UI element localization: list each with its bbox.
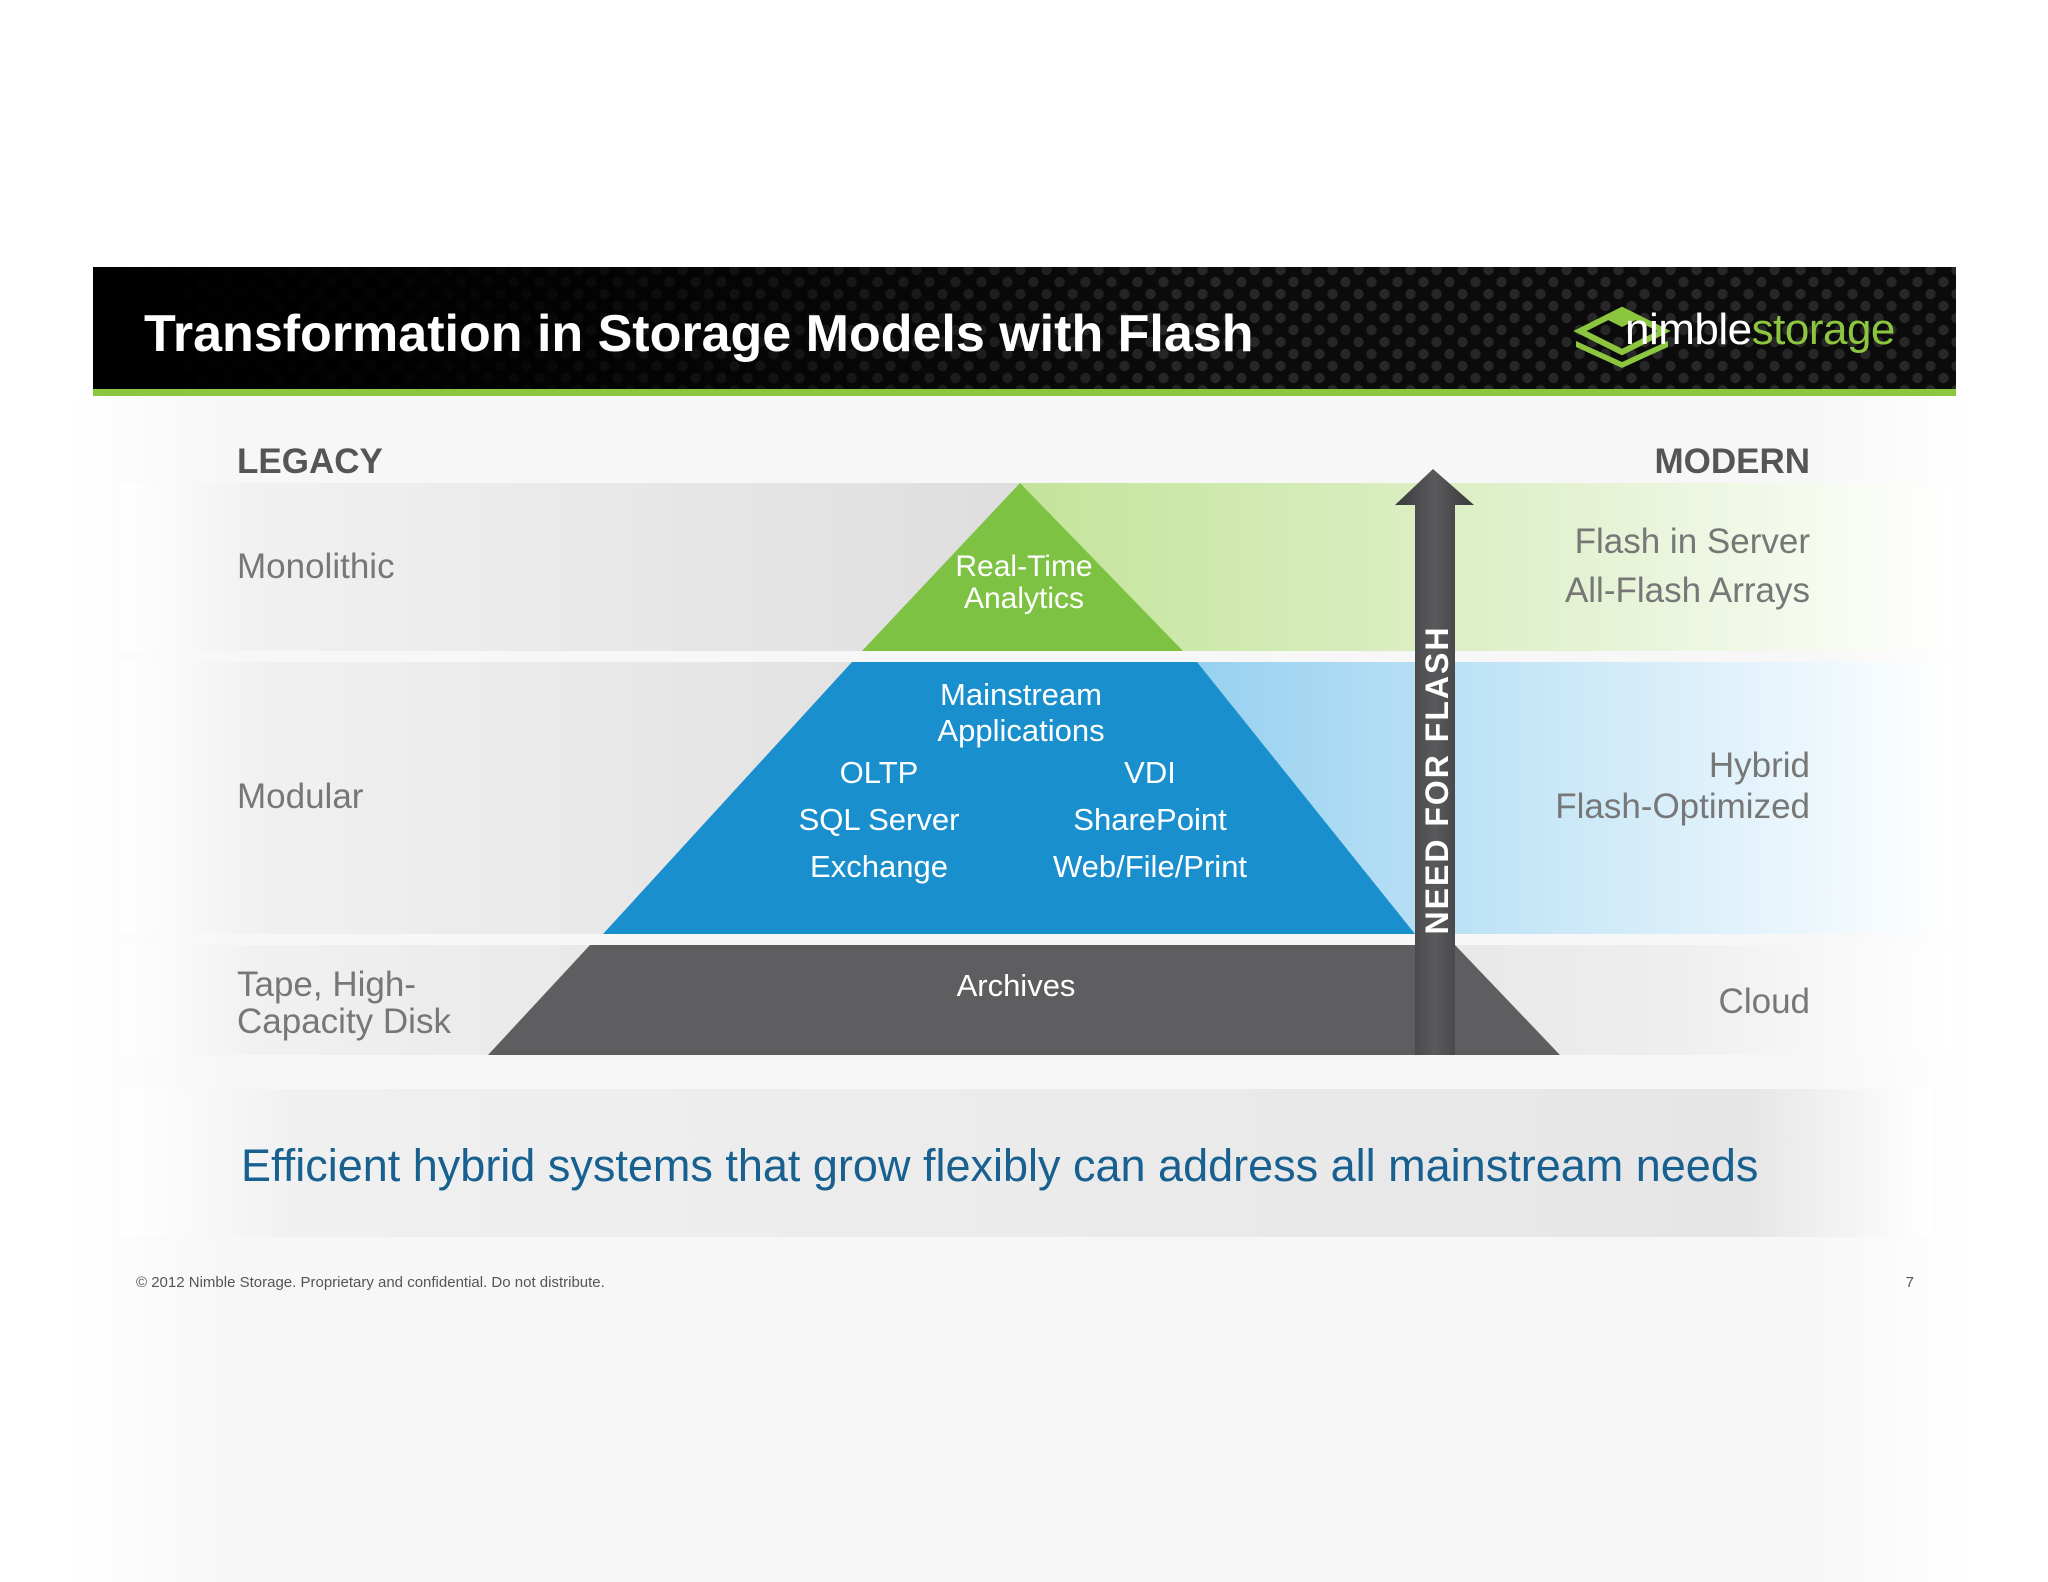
need-for-flash-arrow <box>1395 469 1474 1055</box>
mainstream-title-line-1: Mainstream <box>940 677 1102 712</box>
logo-word-nimble: nimble <box>1625 305 1752 354</box>
app-exchange: Exchange <box>810 849 948 884</box>
band-top-right <box>1020 483 1950 651</box>
need-for-flash-label: NEED FOR FLASH <box>1419 625 1455 935</box>
pyramid-archives: Archives <box>956 968 1076 1003</box>
app-sql-server: SQL Server <box>798 802 960 837</box>
label-flash-optimized: Flash-Optimized <box>1555 787 1810 826</box>
pyramid-top-tier <box>862 483 1183 651</box>
nimble-logo-icon <box>1573 306 1671 368</box>
label-modular: Modular <box>237 777 364 816</box>
logo-word-storage: storage <box>1751 305 1896 354</box>
header-shade <box>93 267 1193 393</box>
nimble-storage-logo: nimblestorage <box>1625 308 1895 352</box>
pyramid-middle-tier <box>603 662 1415 934</box>
app-sharepoint: SharePoint <box>1073 802 1227 837</box>
label-tape-line-1: Tape, High- <box>237 965 416 1004</box>
page-title: Transformation in Storage Models with Fl… <box>144 305 1254 363</box>
page-number: 7 <box>1905 1274 1914 1291</box>
tagline-band <box>120 1089 1930 1237</box>
pyramid-top-line-2: Analytics <box>963 582 1085 615</box>
label-flash-in-server: Flash in Server <box>1574 522 1810 561</box>
footer-copyright: © 2012 Nimble Storage. Proprietary and c… <box>136 1274 605 1291</box>
app-oltp: OLTP <box>839 755 919 790</box>
label-all-flash-arrays: All-Flash Arrays <box>1564 571 1810 610</box>
pyramid-top-line-1: Real-Time <box>955 550 1093 583</box>
app-vdi: VDI <box>1124 755 1176 790</box>
header-accent-line <box>93 389 1956 396</box>
band-top-left <box>120 483 1020 651</box>
app-web-file-print: Web/File/Print <box>1052 849 1248 884</box>
tagline: Efficient hybrid systems that grow flexi… <box>241 1140 1759 1191</box>
mainstream-title-line-2: Applications <box>937 713 1105 748</box>
label-monolithic: Monolithic <box>237 547 395 586</box>
modern-heading: MODERN <box>1654 442 1810 481</box>
label-tape-line-2: Capacity Disk <box>237 1002 451 1041</box>
label-cloud: Cloud <box>1718 982 1810 1021</box>
legacy-heading: LEGACY <box>237 442 383 481</box>
pyramid-bottom-tier <box>488 945 1560 1055</box>
label-hybrid: Hybrid <box>1708 746 1810 785</box>
